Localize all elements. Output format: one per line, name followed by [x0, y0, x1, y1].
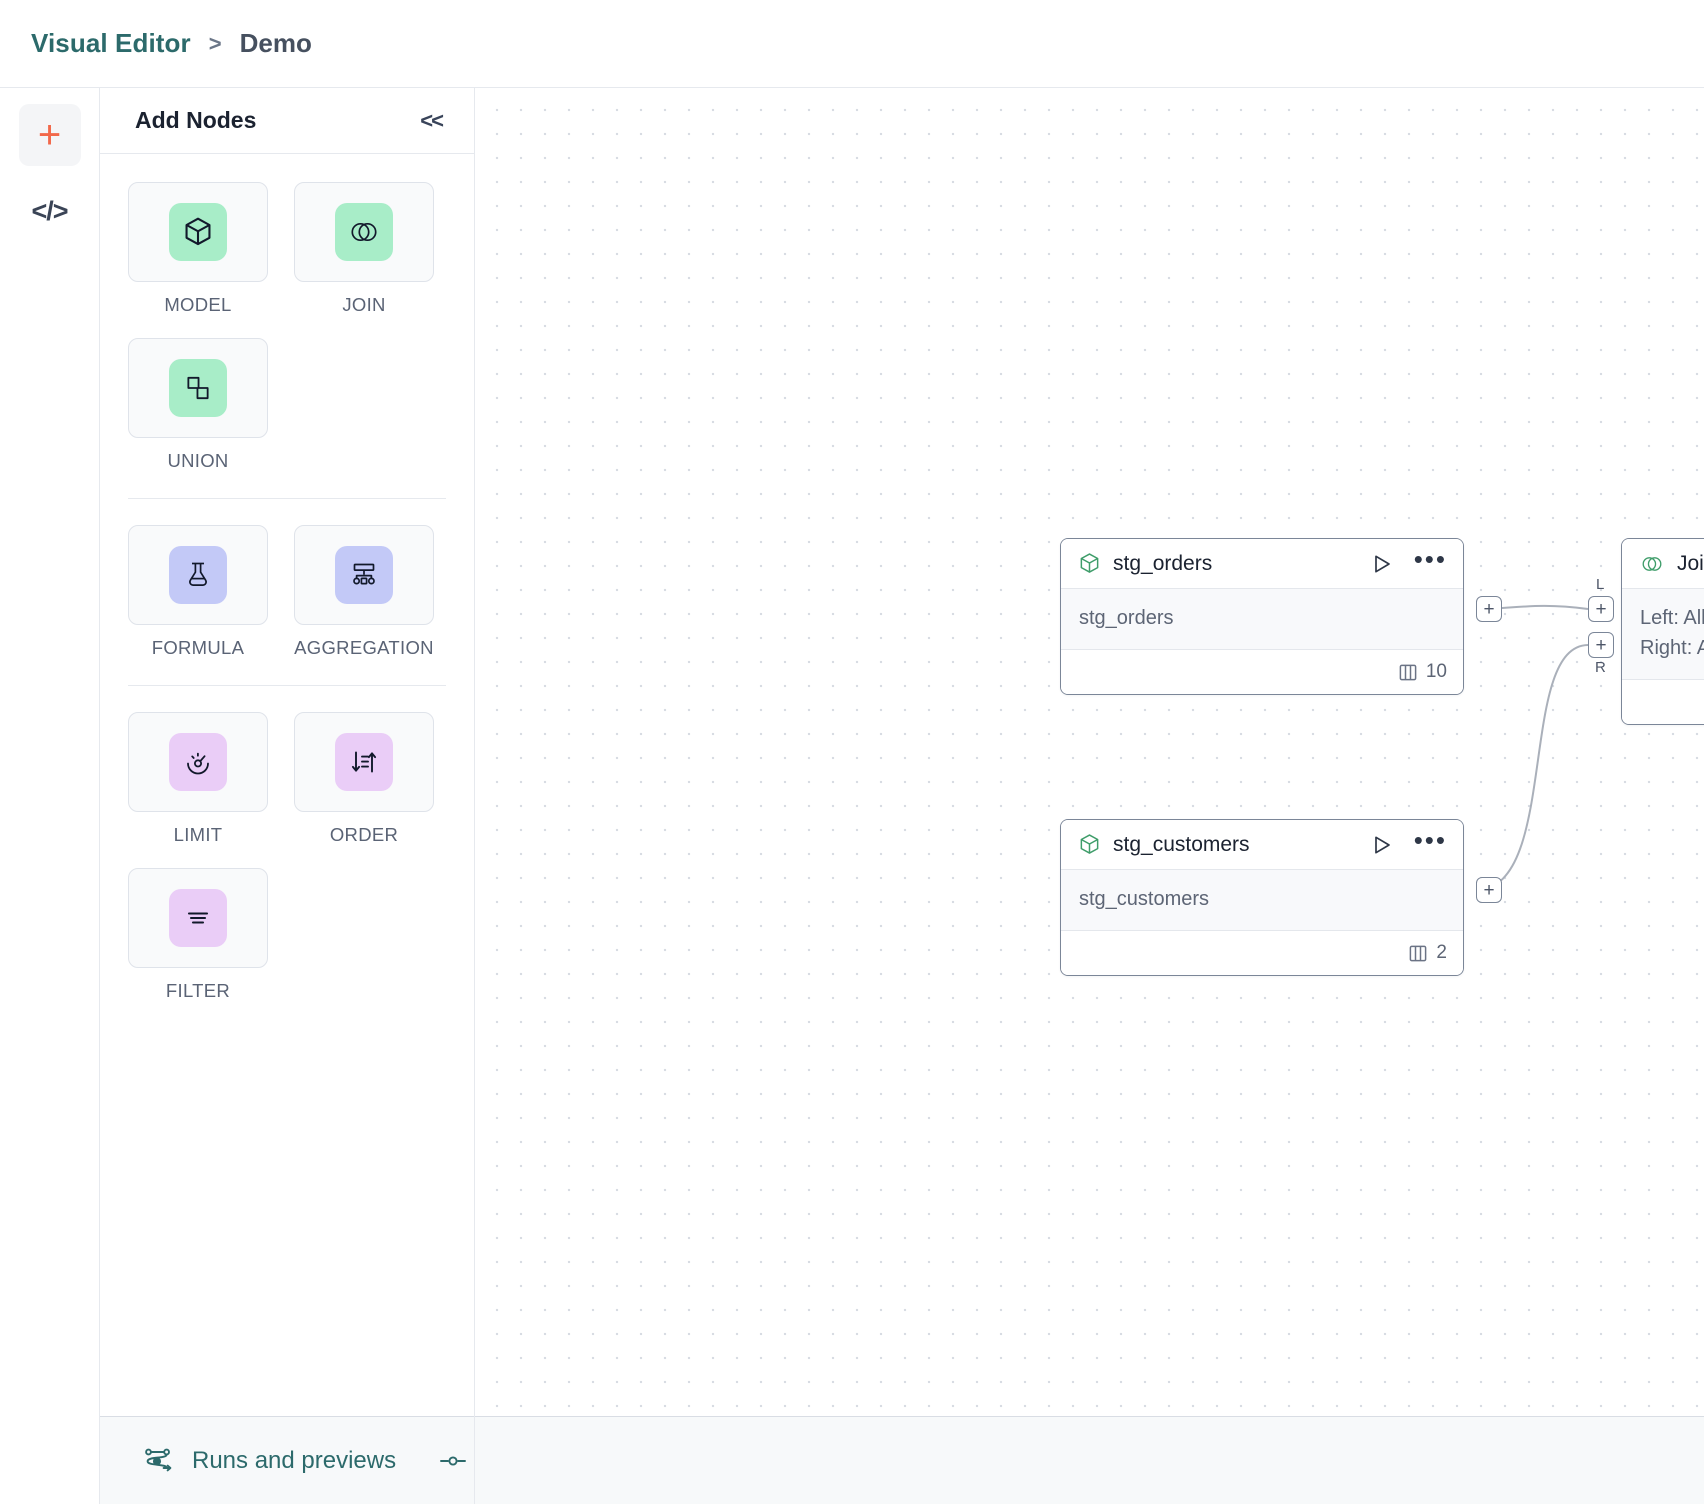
- node-header[interactable]: stg_customers •••: [1061, 820, 1463, 870]
- ellipsis-icon[interactable]: •••: [1413, 543, 1447, 574]
- stg-orders-output-handle[interactable]: +: [1476, 596, 1502, 622]
- node-label: ORDER: [329, 824, 399, 845]
- node-label: MODEL: [164, 294, 232, 315]
- breadcrumb-leaf[interactable]: Demo: [239, 28, 312, 58]
- code-icon: </>: [31, 195, 68, 226]
- flask-icon: [169, 546, 227, 604]
- play-icon[interactable]: [1372, 553, 1392, 575]
- node-tile-formula[interactable]: FORMULA: [128, 525, 268, 659]
- node-body-line: stg_orders: [1079, 607, 1174, 629]
- node-tile-aggregation[interactable]: AGGREGATION: [294, 525, 434, 659]
- node-label: FILTER: [165, 980, 231, 1001]
- node-title: stg_orders: [1113, 551, 1213, 575]
- node-label: JOIN: [342, 294, 386, 315]
- node-body-line-right: Right: All columns: [1640, 637, 1704, 659]
- node-header[interactable]: stg_orders •••: [1061, 539, 1463, 589]
- node-body: stg_orders: [1061, 589, 1463, 650]
- node-body-line: stg_customers: [1079, 888, 1210, 910]
- plus-icon: +: [1595, 634, 1607, 656]
- node-tile-limit[interactable]: LIMIT: [128, 712, 268, 846]
- node-title: stg_customers: [1113, 832, 1250, 856]
- hierarchy-icon: [335, 546, 393, 604]
- node-title: Join 1: [1677, 551, 1704, 575]
- code-view-rail-button[interactable]: </>: [19, 180, 81, 242]
- flow-node-stg-customers[interactable]: stg_customers ••• stg_customers: [1060, 819, 1464, 976]
- runs-and-previews-label[interactable]: Runs and previews: [192, 1446, 397, 1474]
- node-label: AGGREGATION: [294, 637, 434, 658]
- flow-canvas[interactable]: stg_orders ••• stg_orders 10: [475, 88, 1704, 1504]
- node-tile-join[interactable]: JOIN: [294, 182, 434, 316]
- columns-icon: [1399, 663, 1417, 682]
- add-node-rail-button[interactable]: +: [18, 104, 81, 166]
- node-group-sources: MODEL JOIN: [128, 182, 446, 472]
- slider-icon[interactable]: [438, 1451, 472, 1471]
- breadcrumb-root[interactable]: Visual Editor: [31, 28, 191, 58]
- column-count: 10: [1425, 661, 1447, 682]
- play-icon[interactable]: [1372, 834, 1392, 856]
- icon-rail: + </>: [0, 88, 100, 1504]
- group-divider: [128, 685, 446, 686]
- plus-icon: +: [1483, 598, 1495, 620]
- filter-lines-icon: [169, 889, 227, 947]
- join-right-handle-tag: R: [1595, 659, 1606, 676]
- flow-node-stg-orders[interactable]: stg_orders ••• stg_orders 10: [1060, 538, 1464, 695]
- gauge-icon: [169, 733, 227, 791]
- collapse-panel-button[interactable]: <<: [420, 107, 444, 133]
- breadcrumb-bar: Visual Editor > Demo: [0, 0, 1704, 88]
- runs-flow-icon: [142, 1446, 176, 1476]
- panel-body: MODEL JOIN: [100, 154, 474, 1002]
- node-label: FORMULA: [151, 637, 245, 658]
- node-body: stg_customers: [1061, 870, 1463, 931]
- cube-icon: [169, 203, 227, 261]
- plus-icon: +: [1595, 598, 1607, 620]
- bottom-toolbar: Runs and previews: [100, 1416, 545, 1504]
- flow-node-join-1[interactable]: Join 1 ••• Left: All columns Right: All …: [1621, 538, 1704, 725]
- edge-layer: [1475, 604, 1589, 891]
- node-body-line-left: Left: All columns: [1640, 607, 1704, 629]
- column-count: 2: [1436, 942, 1447, 963]
- join-right-input-handle[interactable]: +: [1588, 632, 1614, 658]
- sort-arrows-icon: [335, 733, 393, 791]
- ellipsis-icon[interactable]: •••: [1413, 824, 1447, 855]
- add-nodes-panel: Add Nodes <<: [100, 88, 474, 1416]
- node-footer: 2: [1061, 931, 1463, 975]
- panel-title: Add Nodes: [135, 107, 257, 133]
- cube-icon: [1079, 833, 1100, 856]
- union-shapes-icon: [169, 359, 227, 417]
- group-divider: [128, 498, 446, 499]
- node-tile-union[interactable]: UNION: [128, 338, 268, 472]
- plus-icon: +: [1483, 879, 1495, 901]
- left-column: Add Nodes <<: [100, 88, 545, 1504]
- join-left-handle-tag: L: [1596, 576, 1605, 593]
- node-label: LIMIT: [173, 824, 223, 845]
- node-footer: 10: [1061, 650, 1463, 694]
- edge-customers-to-join-right: [1475, 644, 1589, 891]
- breadcrumb-separator: >: [208, 30, 222, 56]
- panel-header: Add Nodes <<: [100, 88, 474, 154]
- columns-icon: [1409, 944, 1427, 963]
- venn-icon: [1640, 554, 1664, 574]
- node-body: Left: All columns Right: All columns: [1622, 589, 1704, 680]
- node-header[interactable]: Join 1 •••: [1622, 539, 1704, 589]
- join-left-input-handle[interactable]: +: [1588, 596, 1614, 622]
- cube-icon: [1079, 552, 1100, 575]
- plus-icon: +: [37, 113, 62, 157]
- stg-customers-output-handle[interactable]: +: [1476, 877, 1502, 903]
- venn-icon: [335, 203, 393, 261]
- node-footer: 12: [1622, 680, 1704, 724]
- node-group-row-ops: LIMIT ORDER: [128, 712, 446, 1002]
- node-label: UNION: [167, 450, 229, 471]
- canvas-bottom-strip: [475, 1416, 1704, 1504]
- node-group-transforms: FORMULA: [128, 525, 446, 659]
- node-tile-model[interactable]: MODEL: [128, 182, 268, 316]
- node-tile-order[interactable]: ORDER: [294, 712, 434, 846]
- node-tile-filter[interactable]: FILTER: [128, 868, 268, 1002]
